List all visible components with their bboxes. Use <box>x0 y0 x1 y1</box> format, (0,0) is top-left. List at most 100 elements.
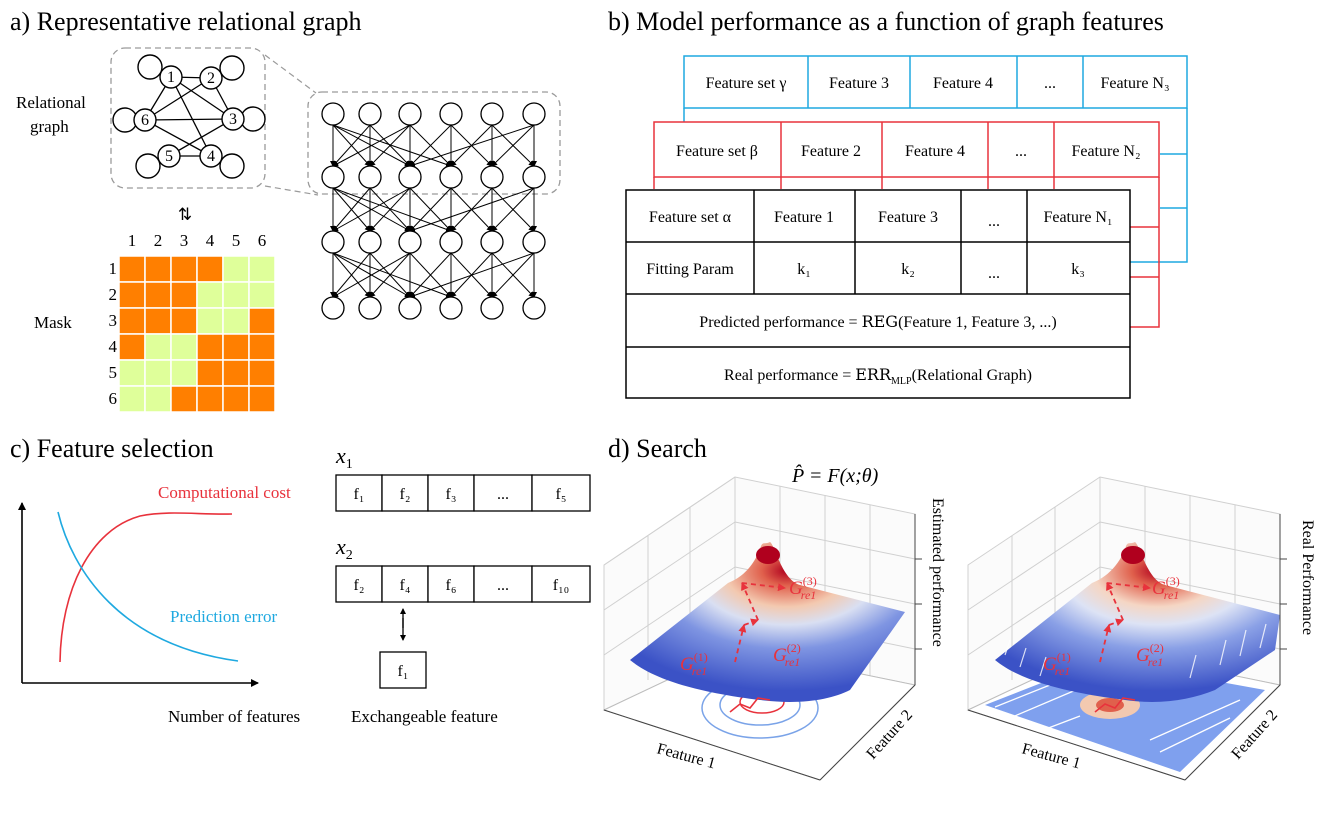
mask-row-2: 2 <box>109 285 118 304</box>
panel-d: d) Search P̂ = F(x;θ) <box>602 434 1316 781</box>
mlp-edge <box>491 124 535 167</box>
mask-cell <box>196 307 224 335</box>
panel-c-title: c) Feature selection <box>10 434 214 463</box>
gamma-cell-1: Feature 3 <box>829 75 889 92</box>
param-cell-2: k₂ <box>901 261 915 278</box>
mask-cell <box>118 333 146 361</box>
left-floor-path <box>729 697 771 713</box>
mlp-edge <box>409 187 452 232</box>
mask-cell <box>144 359 172 387</box>
mask-col-3: 3 <box>180 231 189 250</box>
param-cell-3: ... <box>988 265 1000 282</box>
gamma-cell-4: Feature N₃ <box>1100 75 1169 92</box>
beta-cell-1: Feature 2 <box>801 143 861 160</box>
mlp-edge <box>409 252 535 299</box>
mlp-edge <box>332 252 371 298</box>
mask-cell <box>222 359 250 387</box>
relational-graph-label-line2: graph <box>30 117 69 136</box>
mask-cell <box>144 333 172 361</box>
right-g1-label: G(1)re1 <box>1043 650 1071 678</box>
x1-cell-box <box>335 474 383 512</box>
mask-cell <box>248 307 276 335</box>
alpha-cell-4: Feature N₁ <box>1043 209 1112 226</box>
x2-cell-box <box>427 565 475 603</box>
graph-node-label-5: 5 <box>165 148 173 165</box>
left-feature1-label: Feature 1 <box>655 740 717 772</box>
mlp-edge <box>332 187 371 232</box>
graph-node-3 <box>221 107 245 131</box>
mlp-edge <box>409 252 452 298</box>
panel-d-title: d) Search <box>608 434 707 463</box>
right-floor-path <box>1094 697 1136 713</box>
panel-c: c) Feature selection Computational cost … <box>10 434 591 726</box>
left-peak <box>756 546 780 564</box>
mask-cell <box>170 333 198 361</box>
left-axis-ticks <box>603 514 922 781</box>
mask-cell <box>144 255 172 283</box>
mask-col-4: 4 <box>206 231 215 250</box>
computational-cost-curve <box>59 512 233 663</box>
mlp-neuron <box>480 165 504 189</box>
left-g3-label: G(3)re1 <box>789 574 817 602</box>
mask-row-4: 4 <box>109 337 118 356</box>
mask-cell <box>196 359 224 387</box>
mlp-edge <box>332 252 411 298</box>
self-loop-4 <box>219 153 245 179</box>
graph-node-label-4: 4 <box>207 148 215 165</box>
mask-cell <box>118 307 146 335</box>
mask-cell <box>248 255 276 283</box>
predicted-performance: Predicted performance = REG(Feature 1, F… <box>699 312 1056 331</box>
mask-cell <box>144 281 172 309</box>
mask-cell <box>222 281 250 309</box>
mask-grid <box>118 255 276 413</box>
mask-row-6: 6 <box>109 389 118 408</box>
graph-node-4 <box>199 144 223 168</box>
x1-cell-label: f₅ <box>556 486 567 503</box>
self-loop-2 <box>219 55 245 81</box>
mlp-network <box>321 102 546 320</box>
mlp-edge <box>369 124 411 167</box>
beta-cell-4: Feature N₂ <box>1071 143 1140 160</box>
mask-row-headers: 1 2 3 4 5 6 <box>109 259 118 408</box>
table-alpha-labels: Feature set α Feature 1 Feature 3 ... Fe… <box>646 209 1112 387</box>
mask-col-2: 2 <box>154 231 163 250</box>
mask-cell <box>144 385 172 413</box>
mask-cell <box>118 359 146 387</box>
mask-cell <box>196 385 224 413</box>
x2-cell-label: ... <box>497 577 509 594</box>
number-of-features-label: Number of features <box>168 707 300 726</box>
mask-cell <box>222 307 250 335</box>
left-z-label: Estimated performance <box>929 498 946 647</box>
x1-cell-label: f₃ <box>446 486 457 503</box>
mlp-edge <box>332 124 411 167</box>
x1-cell-label: ... <box>497 486 509 503</box>
graph-node-2 <box>199 66 223 90</box>
relational-graph: 1 2 3 4 5 6 <box>112 54 266 179</box>
x2-cell-label: f₂ <box>354 577 365 594</box>
beta-cell-3: ... <box>1015 143 1027 160</box>
mlp-neuron <box>439 230 463 254</box>
mask-cell <box>118 385 146 413</box>
formula: P̂ = F(x;θ) <box>791 464 879 487</box>
graph-node-label-1: 1 <box>167 69 175 86</box>
mlp-neuron <box>480 296 504 320</box>
mlp-neuron <box>480 102 504 126</box>
left-g1-label: G(1)re1 <box>680 650 708 678</box>
mask-cell <box>144 307 172 335</box>
graph-node-1 <box>159 65 183 89</box>
mlp-edge <box>409 187 535 233</box>
mask-cell <box>222 385 250 413</box>
mask-label: Mask <box>34 313 72 332</box>
left-g2-label: G(2)re1 <box>773 641 801 669</box>
x2-cell-label: f₆ <box>446 577 457 594</box>
table-alpha <box>625 189 1131 399</box>
mask-cell <box>118 281 146 309</box>
mask-row-5: 5 <box>109 363 118 382</box>
mask-row-3: 3 <box>109 311 118 330</box>
mask-cell <box>248 359 276 387</box>
mask-cell <box>248 385 276 413</box>
x1-cell-box <box>427 474 475 512</box>
